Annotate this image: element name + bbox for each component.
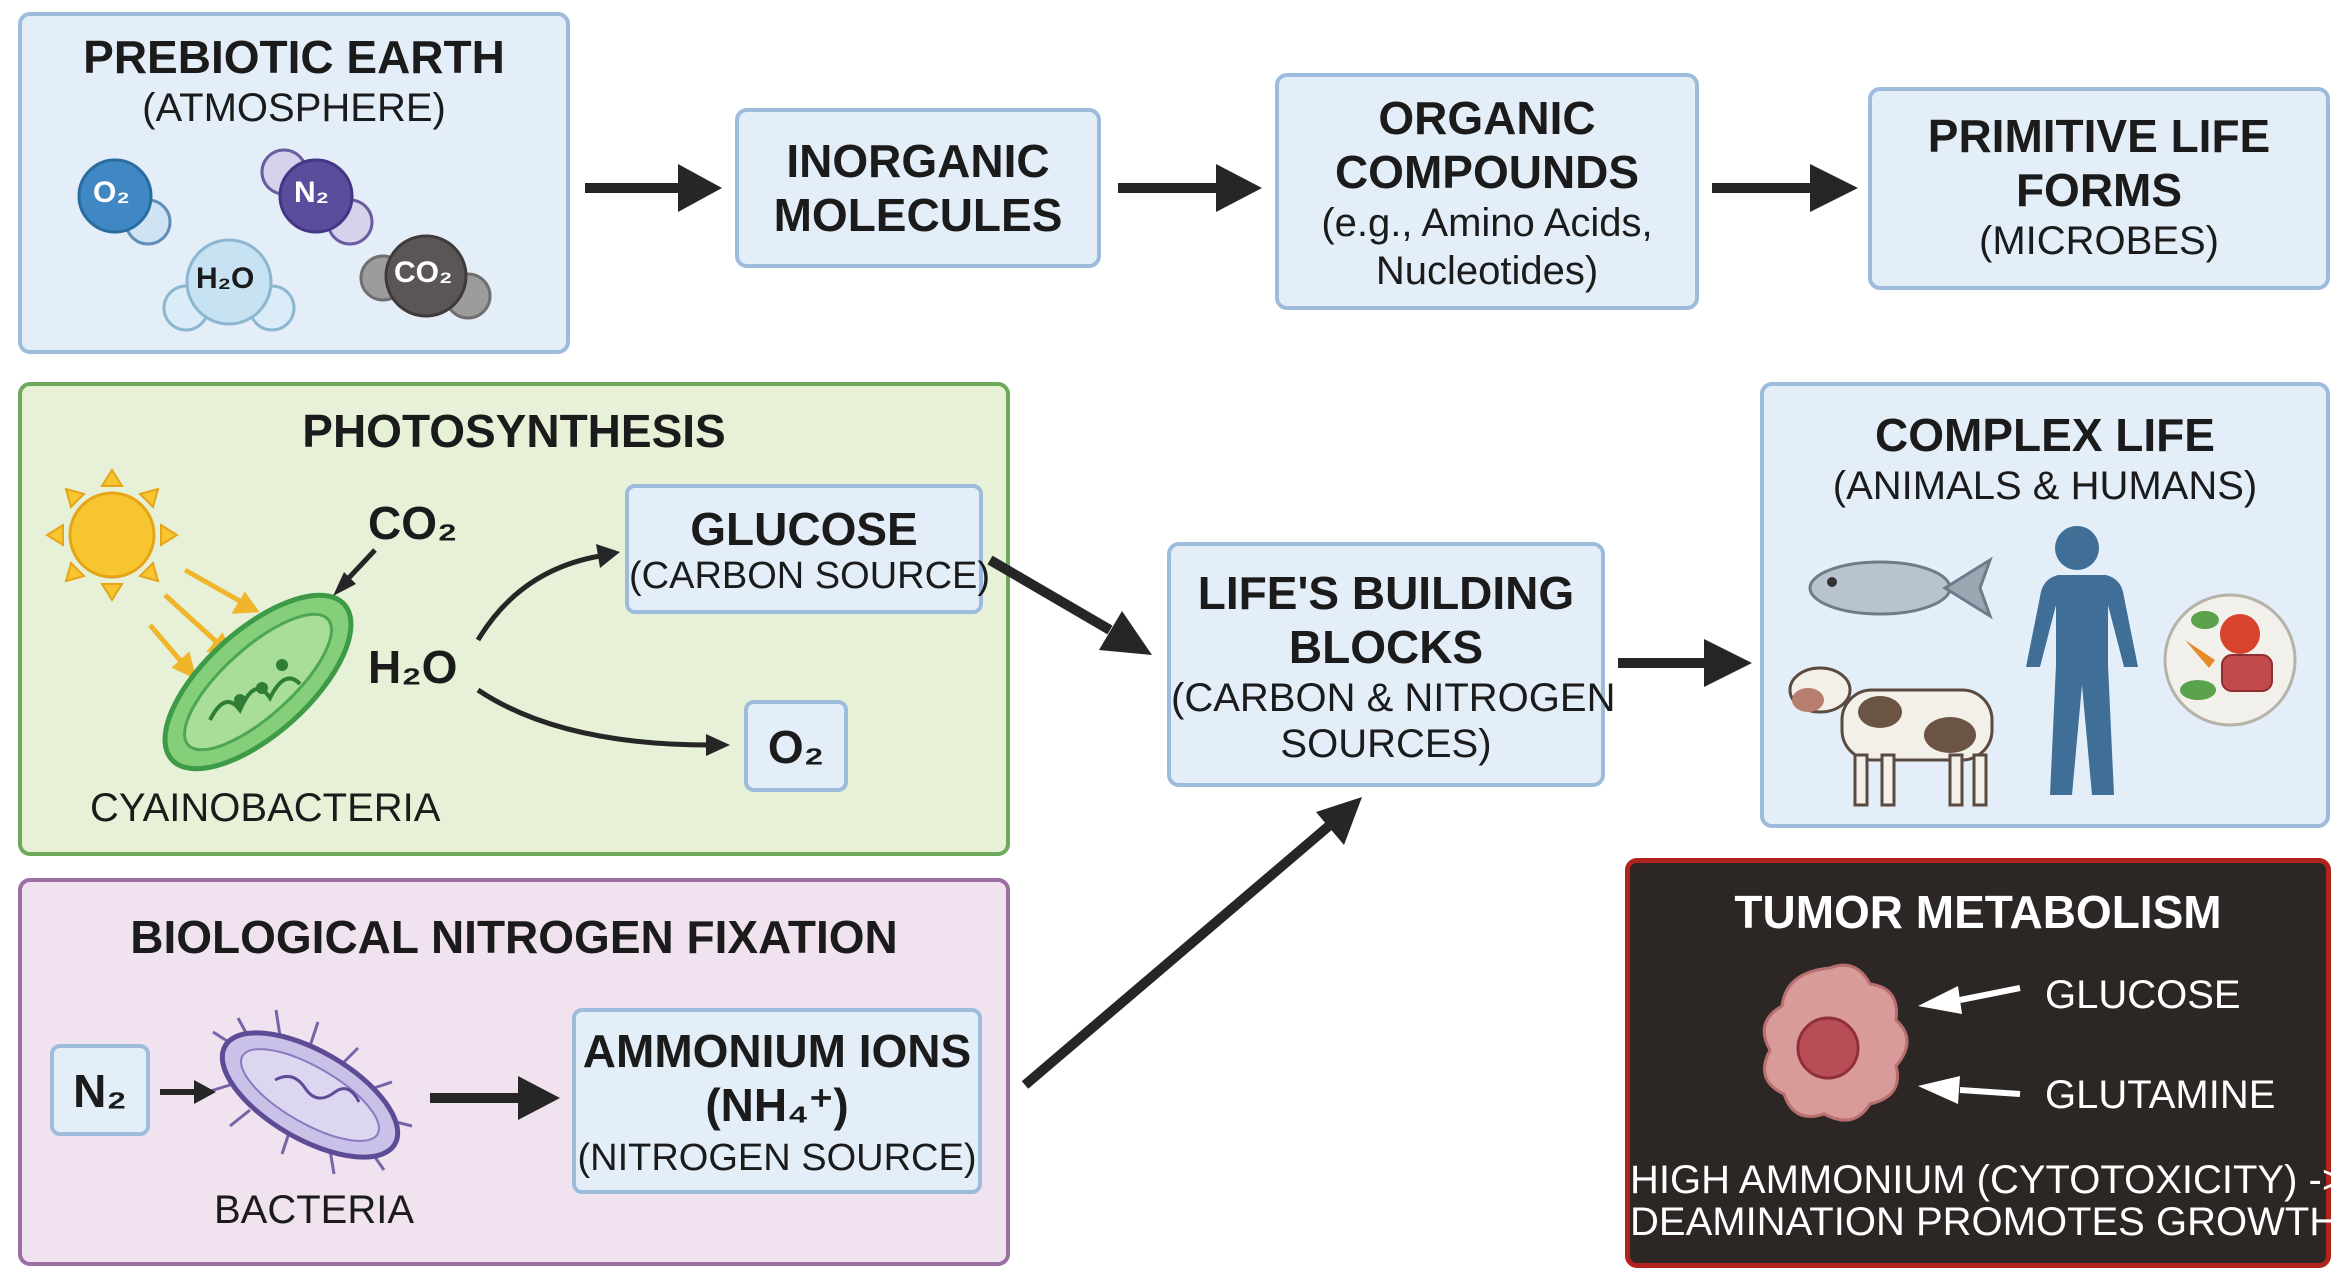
co2-molecule-label: CO₂ — [394, 256, 453, 289]
inorganic-line2: MOLECULES — [773, 189, 1063, 241]
sun-icon — [45, 468, 179, 602]
tumor-note-line1: HIGH AMMONIUM (CYTOTOXICITY) -> — [1630, 1158, 2346, 1202]
tumor-input-glutamine: GLUTAMINE — [2045, 1073, 2276, 1117]
glucose-box: GLUCOSE (CARBON SOURCE) — [625, 484, 991, 614]
building-line4: SOURCES) — [1280, 722, 1492, 766]
tumor-input-glucose: GLUCOSE — [2045, 973, 2241, 1017]
organic-line4: Nucleotides) — [1375, 249, 1599, 293]
photosynthesis-title: PHOTOSYNTHESIS — [302, 405, 726, 457]
photosynthesis-co2-label: CO₂ — [368, 497, 458, 549]
organic-compounds-box: ORGANIC COMPOUNDS (e.g., Amino Acids, Nu… — [1275, 73, 1699, 310]
tumor-note-line2: DEAMINATION PROMOTES GROWTH — [1630, 1200, 2339, 1244]
ammonium-line1: AMMONIUM IONS — [582, 1025, 972, 1077]
n2-molecule-icon — [260, 148, 374, 246]
n2-molecule-label: N₂ — [294, 176, 329, 209]
h2o-molecule-icon — [162, 238, 296, 332]
glucose-input-arrow — [1918, 985, 2021, 1014]
primitive-life-box: PRIMITIVE LIFE FORMS (MICROBES) — [1868, 87, 2330, 290]
complex-life-subtitle: (ANIMALS & HUMANS) — [1832, 464, 2258, 508]
bacteria-label: BACTERIA — [214, 1188, 415, 1232]
n2-input-box: N₂ — [50, 1044, 150, 1136]
o2-molecule-label: O₂ — [93, 176, 130, 209]
primitive-line1: PRIMITIVE LIFE — [1927, 110, 2271, 162]
arrow-organic-to-primitive — [1712, 164, 1858, 212]
building-line3: (CARBON & NITROGEN — [1171, 676, 1616, 720]
o2-molecule-icon — [77, 158, 172, 246]
arrow-glucose-to-building-blocks — [987, 555, 1152, 655]
n2-input-label: N₂ — [73, 1065, 127, 1117]
bacteria-icon — [203, 1009, 413, 1175]
building-line2: BLOCKS — [1288, 621, 1484, 673]
glucose-title: GLUCOSE — [690, 503, 918, 555]
inorganic-molecules-box: INORGANIC MOLECULES — [735, 108, 1101, 268]
photosynthesis-h2o-label: H₂O — [368, 641, 458, 693]
arrow-building-to-complex-life — [1618, 639, 1752, 687]
sunlight-arrows — [148, 567, 260, 680]
complex-life-title: COMPLEX LIFE — [1875, 409, 2215, 461]
arrow-ammonium-to-building-blocks — [1021, 797, 1362, 1089]
arrow-prebiotic-to-inorganic — [585, 164, 722, 212]
primitive-line2: FORMS — [2015, 164, 2183, 216]
organic-line2: COMPOUNDS — [1334, 146, 1640, 198]
building-blocks-box: LIFE'S BUILDING BLOCKS (CARBON & NITROGE… — [1167, 542, 1616, 787]
organic-line3: (e.g., Amino Acids, — [1321, 201, 1653, 245]
ammonium-line2: (NH₄⁺) — [705, 1079, 849, 1131]
cow-icon — [1788, 666, 1994, 807]
fish-icon — [1808, 556, 1993, 620]
cyanobacteria-icon — [162, 592, 354, 772]
n2-to-bacteria-arrow — [160, 1080, 216, 1104]
oxygen-output-label: O₂ — [767, 721, 825, 773]
glutamine-input-arrow — [1918, 1076, 2021, 1104]
prebiotic-earth-title: PREBIOTIC EARTH — [83, 31, 505, 83]
ammonium-ions-box: AMMONIUM IONS (NH₄⁺) (NITROGEN SOURCE) — [572, 1008, 982, 1194]
arrow-inorganic-to-organic — [1118, 164, 1262, 212]
organic-line1: ORGANIC — [1378, 92, 1596, 144]
oxygen-output-box: O₂ — [744, 700, 848, 792]
ammonium-line3: (NITROGEN SOURCE) — [577, 1137, 977, 1179]
cyanobacteria-label: CYAINOBACTERIA — [90, 786, 441, 830]
oxygen-release-arrow — [476, 687, 730, 756]
human-silhouette-icon — [2026, 526, 2138, 795]
h2o-molecule-label: H₂O — [196, 262, 255, 295]
glucose-subtitle: (CARBON SOURCE) — [629, 555, 991, 597]
inorganic-line1: INORGANIC — [786, 135, 1050, 187]
bacteria-to-ammonium-arrow — [430, 1076, 560, 1120]
co2-in-arrow — [333, 548, 377, 596]
prebiotic-earth-subtitle: (ATMOSPHERE) — [142, 86, 446, 130]
glucose-production-arrow — [475, 544, 620, 642]
tumor-metabolism-box: TUMOR METABOLISM GLUCOSE GLUTAMINE HIGH … — [1625, 858, 2346, 1268]
tumor-cell-icon — [1762, 963, 1909, 1122]
tumor-title: TUMOR METABOLISM — [1734, 886, 2222, 938]
co2-molecule-icon — [359, 234, 492, 320]
nitrogen-fixation-title: BIOLOGICAL NITROGEN FIXATION — [130, 911, 898, 963]
building-line1: LIFE'S BUILDING — [1197, 567, 1575, 619]
primitive-line3: (MICROBES) — [1979, 219, 2219, 263]
food-plate-icon — [2163, 593, 2297, 727]
